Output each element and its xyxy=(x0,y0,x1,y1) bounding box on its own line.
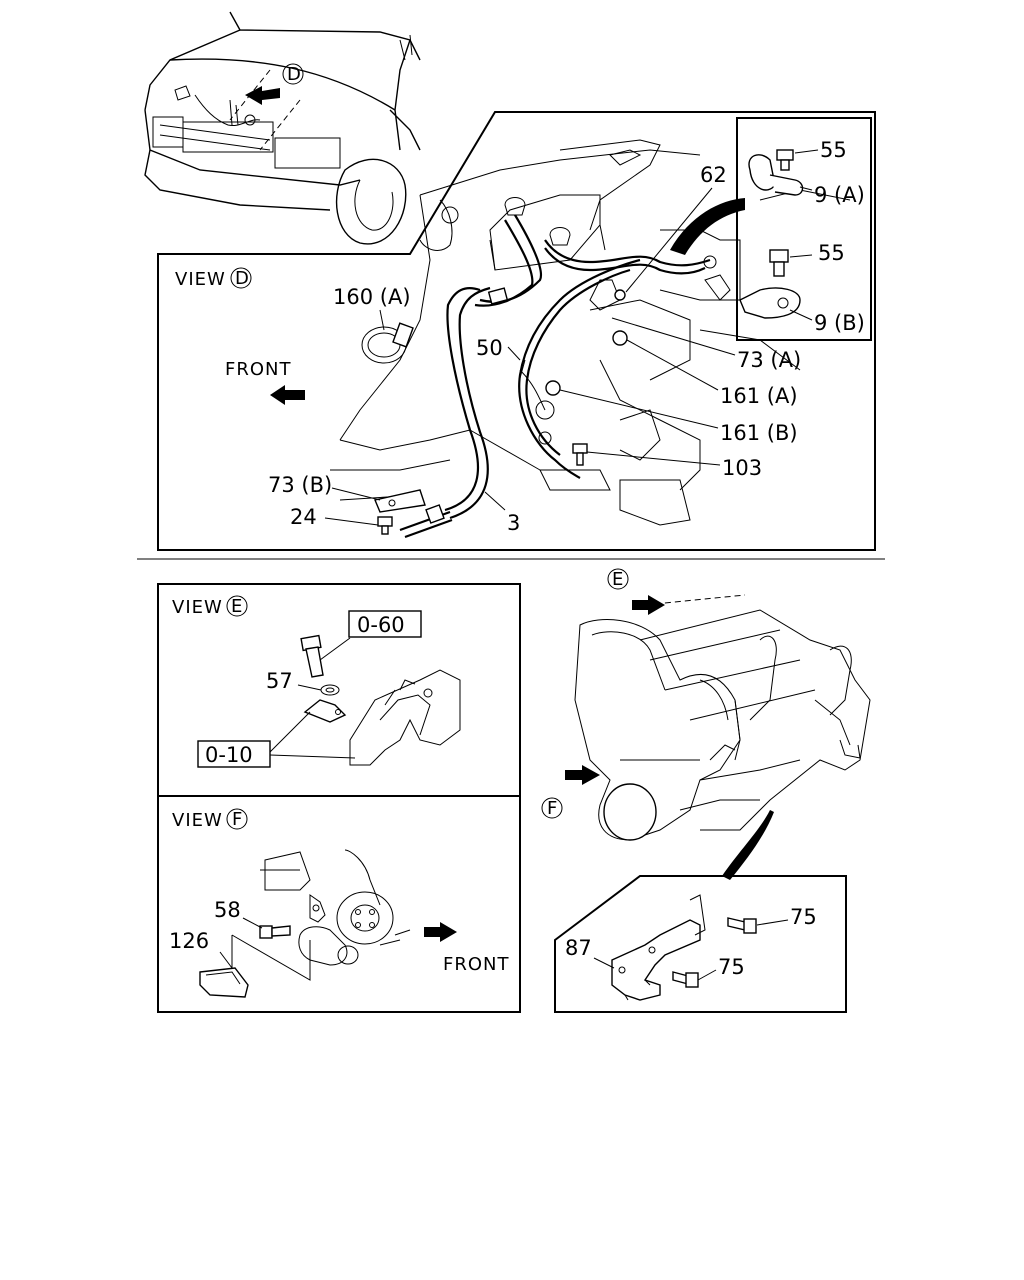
bolt-75b-icon xyxy=(672,971,699,988)
view-e-title: VIEW E xyxy=(172,595,248,618)
front-arrow-d-icon xyxy=(270,385,305,405)
leader-lines-view-d xyxy=(324,149,819,526)
engine-bay-illustration xyxy=(330,139,851,526)
view-f-title: VIEW F xyxy=(172,808,248,831)
callout-103: 103 xyxy=(722,456,762,480)
callout-126: 126 xyxy=(169,929,209,953)
ref-0-10: 0-10 xyxy=(205,743,253,767)
view-d-frame xyxy=(157,111,876,551)
view-e-letter: E xyxy=(231,596,243,617)
callout-58: 58 xyxy=(214,898,241,922)
callout-75b: 75 xyxy=(718,955,745,979)
circle-letter-d-car: D xyxy=(287,64,302,85)
car-front-sketch xyxy=(144,11,421,245)
ref-box-0-10 xyxy=(197,740,271,768)
view-d-circle xyxy=(230,267,252,289)
battery-cable-harness xyxy=(399,214,717,539)
bolt-55b-icon xyxy=(769,249,789,277)
leader-lines-view-e xyxy=(269,637,356,759)
bolt-58-icon xyxy=(259,925,291,939)
callout-50: 50 xyxy=(476,336,503,360)
view-f-label: VIEW xyxy=(172,810,223,831)
front-arrow-f-icon xyxy=(424,922,457,942)
callout-9b: 9 (B) xyxy=(814,311,865,335)
arrow-e-engine-icon xyxy=(632,595,665,615)
bracket-detail-inset xyxy=(554,875,847,1013)
letter-f-engine: F xyxy=(547,798,558,819)
bracket-73b-icon xyxy=(374,489,426,513)
engine-illustration xyxy=(574,594,871,841)
view-e-label: VIEW xyxy=(172,597,223,618)
view-d-letter: D xyxy=(235,268,250,289)
callout-55a: 55 xyxy=(820,138,847,162)
bolt-103-icon xyxy=(572,443,588,466)
arrow-f-engine-icon xyxy=(565,765,600,785)
hardware-view-d xyxy=(361,322,628,535)
washer-57-icon xyxy=(320,684,340,696)
callout-161a: 161 (A) xyxy=(720,384,798,408)
callout-57: 57 xyxy=(266,669,293,693)
callout-75a: 75 xyxy=(790,905,817,929)
callout-55b: 55 xyxy=(818,241,845,265)
bolt-55a-icon xyxy=(776,149,794,171)
clip-9b-icon xyxy=(739,287,801,319)
callout-24: 24 xyxy=(290,505,317,529)
nut-161a-icon xyxy=(612,330,628,346)
detail-pointer-icon xyxy=(722,810,774,880)
engine-cover-e xyxy=(349,669,461,766)
callout-160a: 160 (A) xyxy=(333,285,411,309)
ref-box-0-60 xyxy=(348,610,422,638)
bracket-0-10-icon xyxy=(303,699,347,723)
view-d-label: VIEW xyxy=(175,269,226,290)
engine-pulley-f xyxy=(260,849,411,966)
callout-73b: 73 (B) xyxy=(268,473,332,497)
callout-9a: 9 (A) xyxy=(814,183,865,207)
circle-e-engine xyxy=(607,568,629,590)
view-f-letter: F xyxy=(232,809,243,830)
bolt-0-60-icon xyxy=(300,634,324,678)
view-d-title: VIEW D xyxy=(175,267,252,290)
nut-161b-icon xyxy=(545,380,561,396)
leader-lines-bracket xyxy=(593,919,789,981)
plug-126-icon xyxy=(199,967,249,998)
letter-e-engine: E xyxy=(612,569,624,590)
circle-f-engine xyxy=(541,797,563,819)
callout-62: 62 xyxy=(700,163,727,187)
clip-9a-icon xyxy=(748,154,804,196)
callout-87: 87 xyxy=(565,936,592,960)
callout-73a: 73 (A) xyxy=(737,348,801,372)
view-f-frame xyxy=(157,795,521,1013)
clamp-160a-icon xyxy=(361,322,414,364)
bolt-75a-icon xyxy=(727,917,757,934)
clip-detail-inset xyxy=(736,117,872,341)
callout-3: 3 xyxy=(507,511,520,535)
front-label-f: FRONT xyxy=(443,954,510,975)
bolt-24-icon xyxy=(377,516,393,535)
ref-0-60: 0-60 xyxy=(357,613,405,637)
leader-lines-view-f xyxy=(219,917,311,981)
callout-161b: 161 (B) xyxy=(720,421,798,445)
bracket-87-icon xyxy=(611,894,706,1001)
front-label-d: FRONT xyxy=(225,359,292,380)
